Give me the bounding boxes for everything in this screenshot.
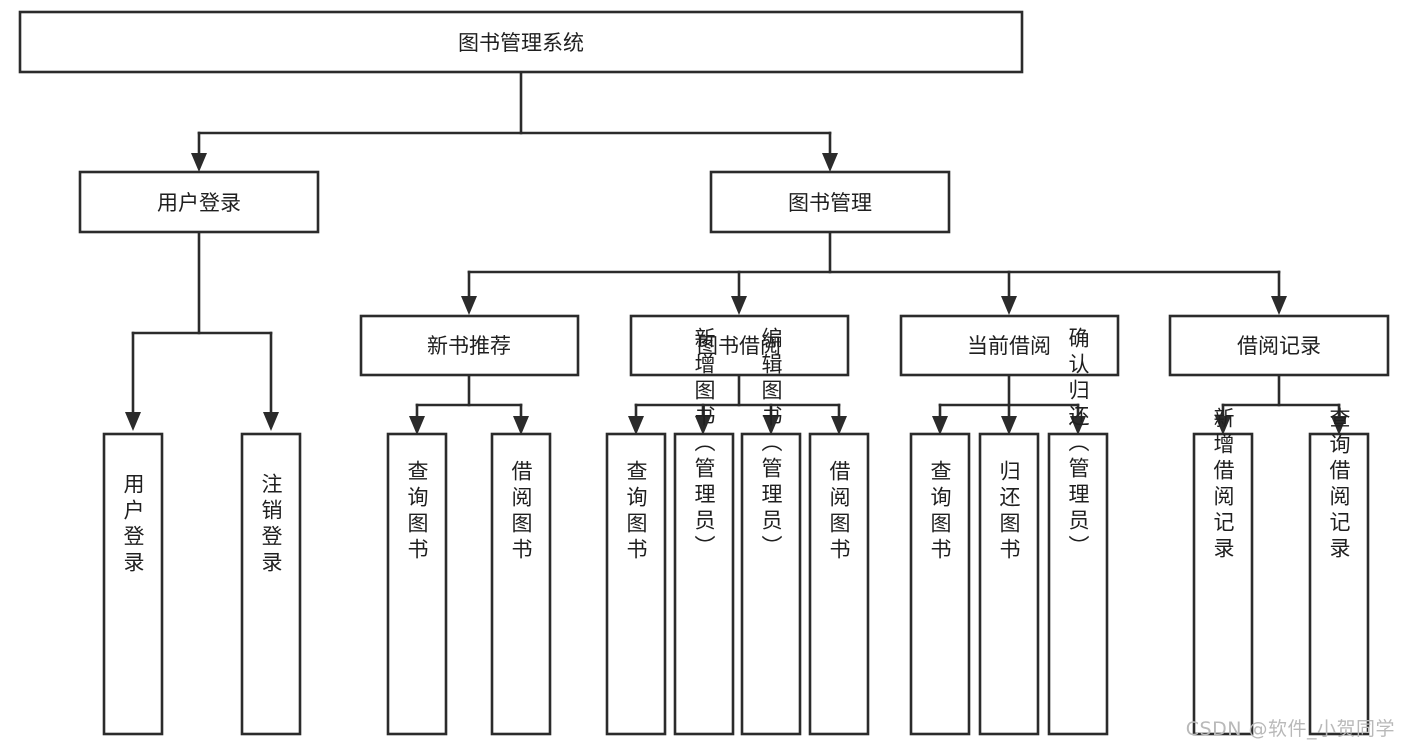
arrow-icon [1001, 416, 1017, 435]
leaf-new-book-0-label: 查询图书 [405, 460, 429, 564]
leaf-new-book-0[interactable]: 查询图书 [386, 432, 448, 736]
leaf-current-borrow-1-label: 归还图书 [997, 460, 1021, 564]
leaf-current-borrow-0-label: 查询图书 [928, 460, 952, 564]
connector-group-book-borrow [634, 373, 841, 420]
leaf-current-borrow-2-label: 确认归还（管理员） [1066, 327, 1090, 561]
arrow-icon [1001, 296, 1017, 315]
arrow-icon [409, 416, 425, 435]
leaf-book-borrow-2[interactable]: 编辑图书（管理员） [740, 327, 802, 736]
leaf-user-login-1[interactable]: 注销登录 [240, 432, 302, 736]
node-borrow-record-label: 借阅记录 [1237, 334, 1321, 358]
node-new-book-recommend[interactable]: 新书推荐 [359, 314, 580, 377]
node-book-manage[interactable]: 图书管理 [709, 170, 951, 234]
leaf-current-borrow-0[interactable]: 查询图书 [909, 432, 971, 736]
arrow-icon [932, 416, 948, 435]
arrow-icon [191, 153, 207, 172]
leaf-book-borrow-3[interactable]: 借阅图书 [808, 432, 870, 736]
leaf-book-borrow-0-label: 查询图书 [624, 460, 648, 564]
node-new-book-recommend-label: 新书推荐 [427, 334, 511, 358]
leaf-book-borrow-2-label: 编辑图书（管理员） [759, 327, 783, 561]
node-current-borrow[interactable]: 当前借阅 [899, 314, 1120, 377]
leaf-user-login-1-label: 注销登录 [259, 473, 283, 577]
node-book-manage-label: 图书管理 [788, 191, 872, 215]
node-root[interactable]: 图书管理系统 [18, 10, 1024, 74]
connector-group-user-login [131, 230, 273, 416]
leaf-book-borrow-0[interactable]: 查询图书 [605, 432, 667, 736]
arrow-icon [125, 412, 141, 431]
node-borrow-record[interactable]: 借阅记录 [1168, 314, 1390, 377]
leaf-borrow-record-0[interactable]: 新增借阅记录 [1192, 407, 1254, 736]
connector-group-book-manage [467, 230, 1281, 300]
leaf-current-borrow-2[interactable]: 确认归还（管理员） [1047, 327, 1109, 736]
arrow-icon [513, 416, 529, 435]
connector-group-root [197, 70, 832, 157]
node-current-borrow-label: 当前借阅 [967, 334, 1051, 358]
arrow-icon [628, 416, 644, 435]
node-user-login[interactable]: 用户登录 [78, 170, 320, 234]
node-root-label: 图书管理系统 [458, 31, 584, 55]
arrow-icon [461, 296, 477, 315]
leaf-user-login-0[interactable]: 用户登录 [102, 432, 164, 736]
leaf-new-book-1-label: 借阅图书 [509, 460, 533, 564]
node-book-borrow[interactable]: 图书借阅 [629, 314, 850, 377]
arrow-icon [1271, 296, 1287, 315]
leaf-new-book-1[interactable]: 借阅图书 [490, 432, 552, 736]
leaf-borrow-record-0-label: 新增借阅记录 [1211, 407, 1235, 563]
node-book-borrow-label: 图书借阅 [697, 334, 781, 358]
leaf-borrow-record-1[interactable]: 查询借阅记录 [1308, 407, 1370, 736]
arrow-icon [263, 412, 279, 431]
connector-group-borrow-record [1221, 373, 1341, 420]
leaf-current-borrow-1[interactable]: 归还图书 [978, 432, 1040, 736]
leaf-user-login-0-label: 用户登录 [121, 473, 145, 577]
leaf-borrow-record-1-label: 查询借阅记录 [1327, 407, 1351, 563]
node-user-login-label: 用户登录 [157, 191, 241, 215]
leaf-book-borrow-1[interactable]: 新增图书（管理员） [673, 327, 735, 736]
connector-group-current-borrow [938, 373, 1080, 420]
leaf-book-borrow-1-label: 新增图书（管理员） [692, 327, 716, 561]
arrow-icon [731, 296, 747, 315]
arrow-icon [822, 153, 838, 172]
connector-group-new-book [415, 373, 523, 420]
arrow-icon [831, 416, 847, 435]
leaf-book-borrow-3-label: 借阅图书 [827, 460, 851, 564]
